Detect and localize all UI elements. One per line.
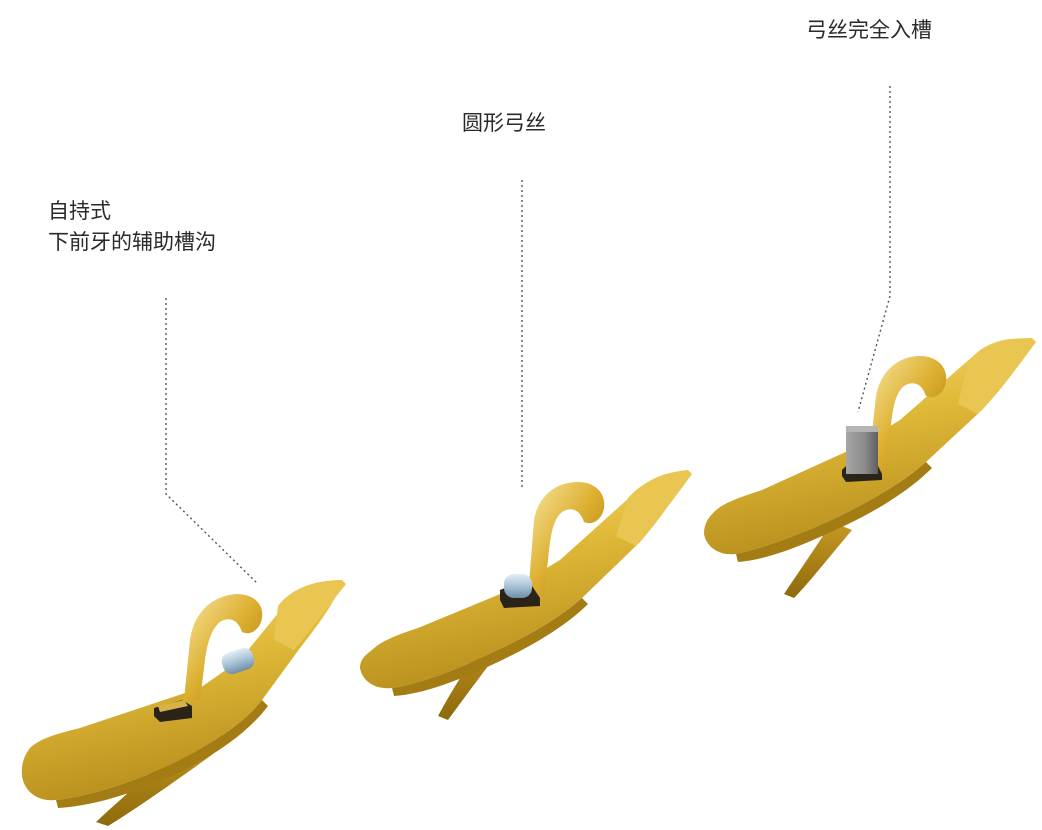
label-auxiliary-groove: 自持式 下前牙的辅助槽沟: [48, 196, 216, 258]
bracket-middle-body: [360, 471, 688, 689]
bracket-right-lower-arm: [784, 522, 852, 598]
leader-line-wire-seated: [857, 86, 891, 413]
bracket-middle-edge: [392, 598, 588, 696]
bracket-right-wing: [958, 338, 1036, 414]
bracket-left-wing: [274, 580, 346, 650]
label-auxiliary-groove-line2: 下前牙的辅助槽沟: [48, 230, 216, 254]
label-wire-seated: 弓丝完全入槽: [806, 18, 932, 42]
bracket-right: [704, 338, 1036, 598]
label-auxiliary-groove-line1: 自持式: [48, 199, 111, 223]
bracket-middle-hook: [528, 482, 605, 596]
leader-line-groove: [165, 298, 259, 585]
bracket-left-hook: [184, 594, 263, 700]
bracket-left-body: [21, 581, 343, 801]
bracket-left: [21, 580, 346, 826]
bracket-left-slot-lip: [158, 700, 188, 712]
leader-lines: [165, 86, 891, 585]
bracket-left-edge: [56, 700, 268, 808]
label-round-wire: 圆形弓丝: [462, 111, 546, 135]
rectangular-wire-top: [846, 426, 878, 432]
round-wire-middle: [504, 574, 532, 598]
bracket-right-hook: [868, 356, 947, 470]
bracket-middle: [360, 470, 692, 720]
bracket-right-edge: [736, 462, 932, 562]
round-wire-left: [221, 647, 255, 675]
rectangular-wire-right: [846, 426, 878, 474]
bracket-middle-wing: [616, 470, 692, 546]
